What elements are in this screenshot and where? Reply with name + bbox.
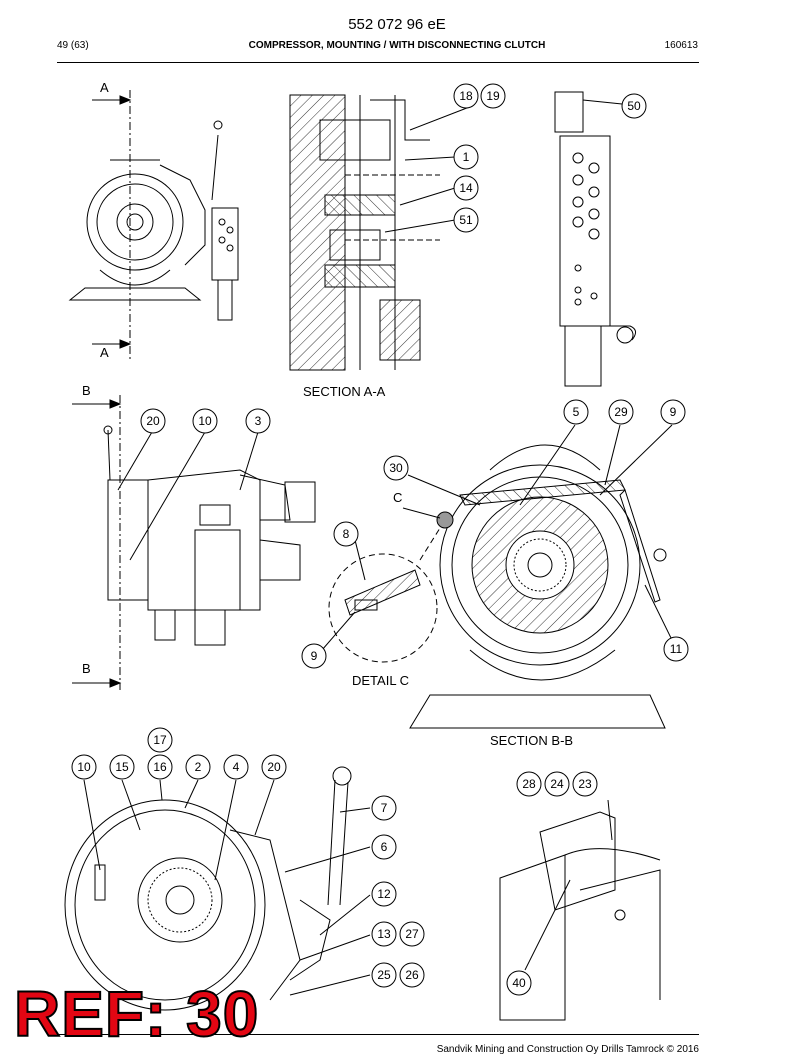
callout-25: 25 <box>377 968 391 982</box>
callout-28: 28 <box>522 777 536 791</box>
callout-8: 8 <box>343 527 350 541</box>
detail-c-title: DETAIL C <box>352 673 409 688</box>
callout-4: 4 <box>233 760 240 774</box>
callout-3: 3 <box>255 414 262 428</box>
callout-17: 17 <box>153 733 167 747</box>
callout-6: 6 <box>381 840 388 854</box>
section-b-label-top: B <box>82 383 91 398</box>
callout-19: 19 <box>486 89 500 103</box>
detail-c-marker: C <box>393 490 402 505</box>
callout-12: 12 <box>377 887 391 901</box>
callout-18: 18 <box>459 89 473 103</box>
callout-9-detail: 9 <box>311 649 318 663</box>
callout-9: 9 <box>670 405 677 419</box>
callout-11: 11 <box>670 642 683 656</box>
callout-20-iso: 20 <box>267 760 281 774</box>
callout-27: 27 <box>405 927 419 941</box>
view-bracket <box>499 799 661 1021</box>
callout-1: 1 <box>463 150 470 164</box>
section-b-label-bottom: B <box>82 661 91 676</box>
detail-c-drawing <box>321 527 441 663</box>
page-title: COMPRESSOR, MOUNTING / WITH DISCONNECTIN… <box>248 40 546 51</box>
section-a-label-bottom: A <box>100 345 109 360</box>
callout-20: 20 <box>146 414 160 428</box>
callout-24: 24 <box>550 777 564 791</box>
section-aa-drawing <box>289 94 473 371</box>
callout-10: 10 <box>198 414 212 428</box>
callout-16: 16 <box>153 760 167 774</box>
callout-50: 50 <box>627 99 641 113</box>
callout-circles <box>71 83 689 996</box>
section-bb-drawing <box>402 424 673 729</box>
callout-29: 29 <box>614 405 628 419</box>
view-front-top <box>68 90 239 360</box>
callout-23: 23 <box>578 777 592 791</box>
view-isometric <box>64 766 371 1011</box>
footer-divider <box>57 1034 699 1035</box>
callout-40: 40 <box>512 976 526 990</box>
section-aa-title: SECTION A-A <box>303 384 386 399</box>
callout-51: 51 <box>459 213 473 227</box>
view-valve-block <box>554 91 636 387</box>
callout-15: 15 <box>115 760 129 774</box>
view-side-mid <box>72 395 316 690</box>
callout-13: 13 <box>377 927 391 941</box>
callout-30: 30 <box>389 461 403 475</box>
callout-14: 14 <box>459 181 473 195</box>
footer-copyright: Sandvik Mining and Construction Oy Drill… <box>436 1044 699 1055</box>
section-bb-title: SECTION B-B <box>490 733 573 748</box>
page-number: 49 (63) <box>57 40 89 51</box>
header-divider <box>57 62 699 63</box>
document-number: 552 072 96 eE <box>348 16 446 33</box>
date-code: 160613 <box>664 40 698 51</box>
callout-5: 5 <box>573 405 580 419</box>
ref-stamp: REF: 30 <box>13 978 260 1050</box>
callout-2: 2 <box>195 760 202 774</box>
callout-7: 7 <box>381 801 388 815</box>
callout-10-iso: 10 <box>77 760 91 774</box>
section-a-label-top: A <box>100 80 109 95</box>
callout-26: 26 <box>405 968 419 982</box>
